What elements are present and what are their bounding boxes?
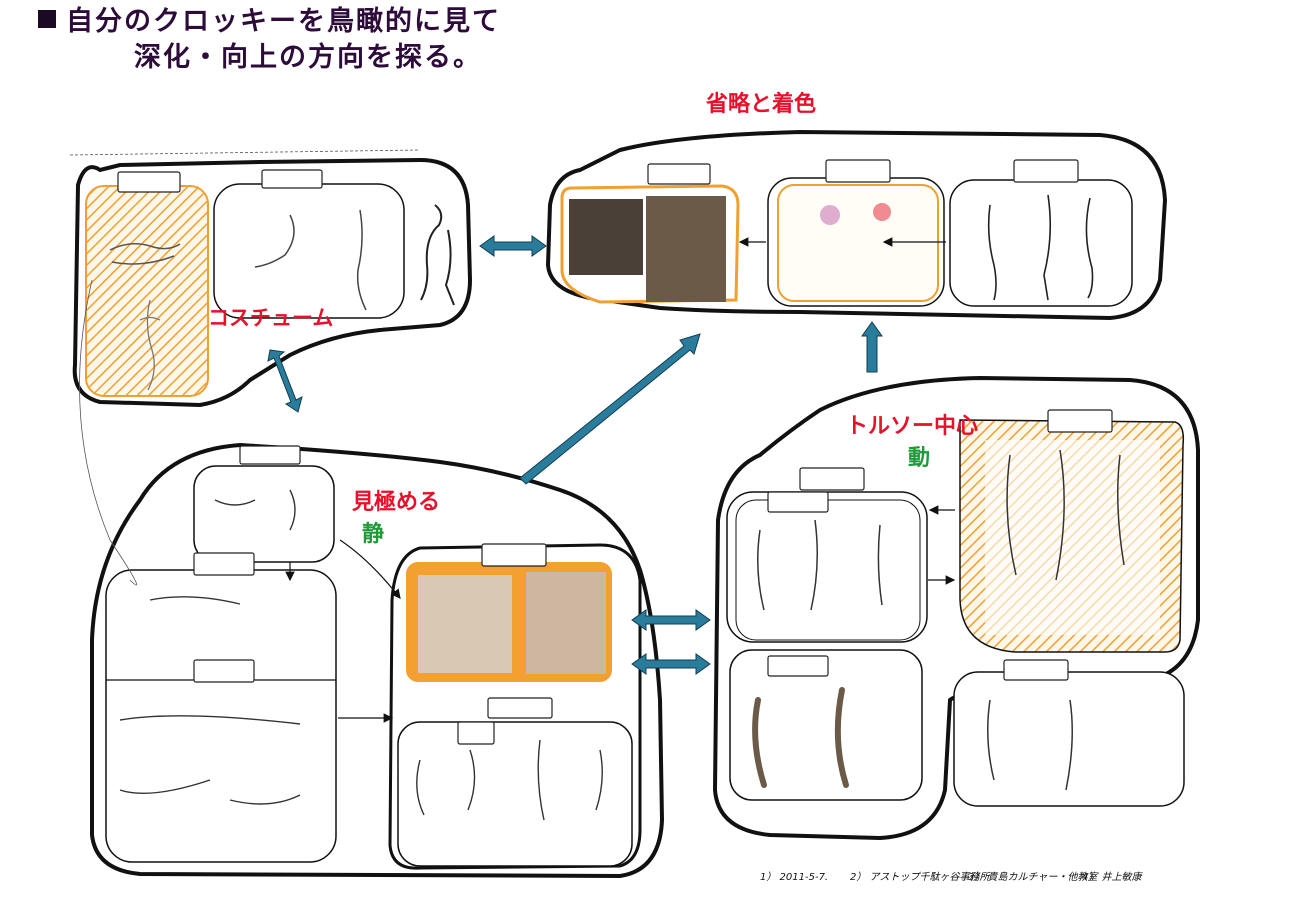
omission-photo-1 <box>569 199 643 275</box>
discern-note-3 <box>193 659 255 683</box>
arrow-costume-discern <box>267 349 303 413</box>
discern-panel-top <box>193 465 335 563</box>
footer-item-2: 2） アストップ千駄ヶ谷事務所 <box>850 872 990 883</box>
costume-panel-sketches <box>213 183 405 319</box>
arrow-costume-omission <box>479 235 547 257</box>
costume-sketch-2 <box>254 209 367 311</box>
torso-note-1 <box>799 467 865 491</box>
discern-photo-2 <box>526 572 606 674</box>
discern-note-2 <box>193 552 255 576</box>
arrow-discern-omission <box>519 333 701 485</box>
torso-panel-photo <box>729 649 923 801</box>
discern-label: 見極める <box>352 490 441 515</box>
discern-cluster <box>79 279 665 879</box>
omission-panel-color-inner <box>777 184 939 302</box>
omission-note-2 <box>825 159 891 183</box>
omission-note-1 <box>647 163 711 185</box>
costume-panel-hatched <box>85 185 209 397</box>
omission-panel-sketch <box>949 179 1133 307</box>
discern-sketches <box>119 489 603 821</box>
title-block: 自分のクロッキーを鳥瞰的に見て 深化・向上の方向を探る。 <box>38 4 501 76</box>
torso-label: トルソー中心 <box>846 414 979 439</box>
footer-item-3: 3） 貴島カルチャー・他教室 <box>968 872 1098 883</box>
omission-sketch-figures <box>987 194 1094 301</box>
title-line-1: 自分のクロッキーを鳥瞰的に見て <box>38 4 501 40</box>
torso-cluster <box>712 375 1200 841</box>
footer-item-1: 1） 2011-5-7. <box>760 872 829 883</box>
torso-sketches <box>757 449 1125 791</box>
discern-note-6 <box>457 721 495 745</box>
discern-outline <box>90 442 665 879</box>
costume-note-1 <box>117 171 181 193</box>
torso-note-3 <box>1047 409 1113 433</box>
discern-panel-left <box>105 569 337 863</box>
omission-cluster <box>545 129 1168 321</box>
discern-arrow-3 <box>339 539 401 599</box>
discern-inner-outline <box>388 543 642 870</box>
torso-panel-sketch-bottom <box>953 671 1185 807</box>
costume-sketch-3 <box>420 204 455 306</box>
static-label: 静 <box>362 522 385 547</box>
discern-note-1 <box>239 445 301 465</box>
costume-note-2 <box>261 169 323 189</box>
discern-photo-1 <box>418 575 512 673</box>
discern-note-5 <box>487 697 553 719</box>
costume-caption-line <box>69 149 421 156</box>
omission-photo-2 <box>646 196 726 302</box>
omission-outline <box>545 129 1168 321</box>
discern-panel-bottom <box>397 721 633 867</box>
omission-color-figure-2 <box>873 203 891 221</box>
arrow-discern-torso-1 <box>631 609 711 631</box>
arrow-discern-torso-2 <box>631 653 711 675</box>
torso-panel-left <box>726 491 928 643</box>
title-text-1: 自分のクロッキーを鳥瞰的に見て <box>66 6 501 37</box>
footer-item-4: 4） 井上敏康 <box>1082 872 1142 883</box>
torso-note-5 <box>1003 659 1069 681</box>
costume-sketch-figure <box>139 299 161 391</box>
costume-cluster <box>69 149 473 408</box>
torso-note-4 <box>767 655 829 677</box>
torso-note-2 <box>767 491 829 513</box>
connector-arrows <box>267 235 883 675</box>
costume-label: コスチューム <box>208 306 334 330</box>
dynamic-label: 動 <box>908 446 931 471</box>
title-square-marker <box>38 10 56 28</box>
discern-loop-line <box>79 279 137 586</box>
arrow-torso-omission <box>861 321 883 373</box>
title-line-2: 深化・向上の方向を探る。 <box>134 42 482 73</box>
torso-panel-hatched-clear <box>985 440 1160 635</box>
omission-color-figure-1 <box>820 205 840 225</box>
costume-outline <box>72 157 473 408</box>
omission-label: 省略と着色 <box>706 92 817 117</box>
discern-note-4 <box>481 543 547 567</box>
costume-sketch-reclining <box>109 243 181 265</box>
torso-photo-figures <box>752 687 849 788</box>
omission-note-3 <box>1013 159 1079 183</box>
